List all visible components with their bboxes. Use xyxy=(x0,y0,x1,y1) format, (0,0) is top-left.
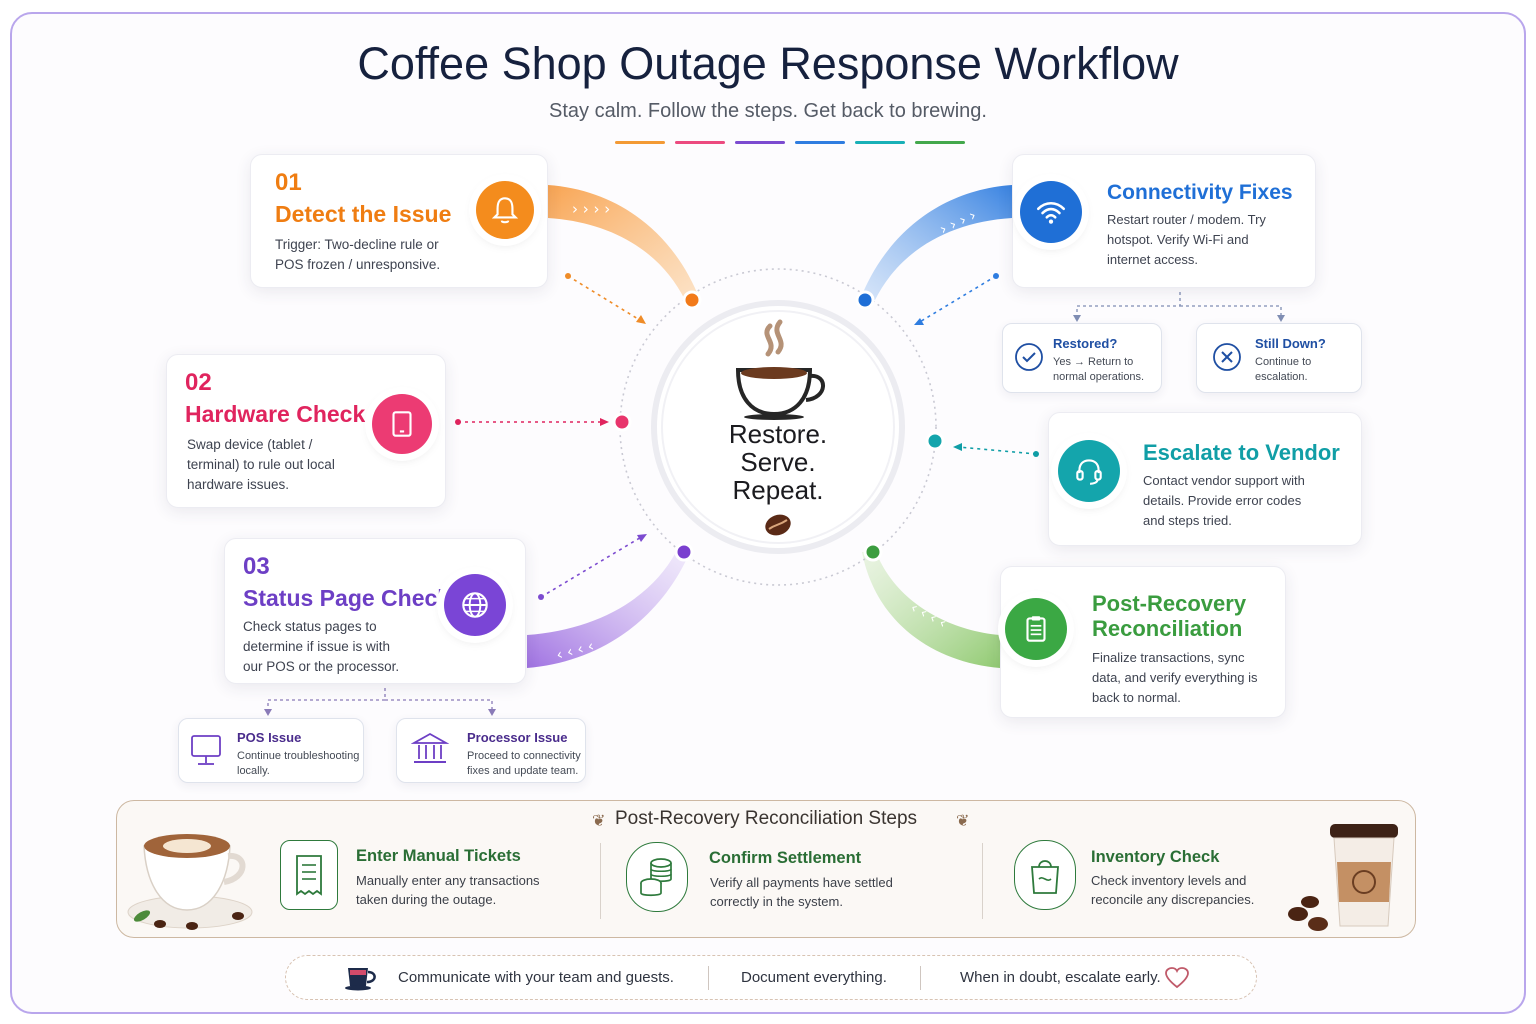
clipboard-icon xyxy=(1005,598,1067,660)
divider-segment xyxy=(675,141,725,144)
branch-description: Continue to escalation. xyxy=(1255,356,1312,383)
ribbon-detect xyxy=(548,185,700,300)
step-title: Hardware Check xyxy=(185,401,366,427)
branch-still-down[interactable]: Still Down? Continue to escalation. xyxy=(1196,323,1362,393)
svg-text:› › › ›: › › › › xyxy=(572,200,610,218)
ribbon-status xyxy=(527,552,690,668)
footer-tips-bar xyxy=(285,955,1257,1000)
receipt-icon xyxy=(280,840,338,910)
coffee-bean-icon xyxy=(765,514,791,536)
tablet-icon xyxy=(372,394,432,454)
step-description: Contact vendor support with details. Pro… xyxy=(1143,473,1305,528)
branch-title: Restored? xyxy=(1053,336,1118,351)
reconciliation-title: Post-Recovery Reconciliation Steps xyxy=(614,808,918,829)
branch-description: Continue troubleshooting locally. xyxy=(237,750,360,777)
ribbon-reconcile xyxy=(862,552,1000,668)
headset-icon xyxy=(1058,440,1120,502)
step-number: 02 xyxy=(185,369,212,396)
divider-segment xyxy=(915,141,965,144)
recon-step-title: Inventory Check xyxy=(1091,848,1220,866)
takeaway-cup-icon xyxy=(1288,824,1398,931)
branch-description: Proceed to connectivity fixes and update… xyxy=(467,750,581,777)
latte-cup-icon xyxy=(127,834,253,930)
bell-icon xyxy=(476,181,534,239)
bank-icon xyxy=(411,732,449,763)
step-title: Escalate to Vendor xyxy=(1143,440,1340,465)
step-description: Swap device (tablet / terminal) to rule … xyxy=(187,437,335,492)
check-circle-icon xyxy=(1015,343,1043,371)
mug-icon xyxy=(345,968,376,991)
divider xyxy=(920,966,921,990)
step-description: Check status pages to determine if issue… xyxy=(243,619,400,674)
step-title: Connectivity Fixes xyxy=(1107,181,1293,204)
ribbon-connectivity xyxy=(860,185,1012,300)
branch-title: Processor Issue xyxy=(467,730,568,745)
shopping-bag-icon xyxy=(1014,840,1076,910)
divider xyxy=(982,843,983,919)
leaf-icon: ❦ xyxy=(592,813,606,830)
divider xyxy=(600,843,601,919)
motto-line3: Repeat. xyxy=(732,475,824,505)
recon-step-description: Verify all payments have settled correct… xyxy=(710,875,893,909)
step-title-line2: Reconciliation xyxy=(1092,616,1243,641)
recon-step-description: Manually enter any transactions taken du… xyxy=(356,873,540,907)
recon-step-title: Enter Manual Tickets xyxy=(356,847,521,865)
footer-tip: Communicate with your team and guests. xyxy=(398,969,674,986)
globe-icon xyxy=(444,574,506,636)
step-title: Status Page Check xyxy=(243,585,451,611)
leaf-icon: ❦ xyxy=(956,813,970,830)
page-title: Coffee Shop Outage Response Workflow xyxy=(357,38,1179,89)
step-number: 01 xyxy=(275,169,302,196)
x-circle-icon xyxy=(1213,343,1241,371)
branch-processor-issue[interactable]: Processor Issue Proceed to connectivity … xyxy=(396,718,586,783)
divider-segment xyxy=(615,141,665,144)
divider xyxy=(708,966,709,990)
footer-tip: When in doubt, escalate early. xyxy=(960,969,1161,986)
step-description: Trigger: Two-decline rule or POS frozen … xyxy=(275,237,441,272)
footer-tip: Document everything. xyxy=(741,969,887,986)
motto-line2: Serve. xyxy=(740,447,816,477)
branch-restored[interactable]: Restored? Yes → Return to normal operati… xyxy=(1002,323,1162,393)
divider-segment xyxy=(735,141,785,144)
recon-step-description: Check inventory levels and reconcile any… xyxy=(1091,873,1255,907)
branch-title: Still Down? xyxy=(1255,336,1326,351)
recon-step-title: Confirm Settlement xyxy=(709,849,862,867)
branch-title: POS Issue xyxy=(237,730,302,745)
step-title: Post-Recovery xyxy=(1092,591,1247,616)
wifi-icon xyxy=(1020,181,1082,243)
divider-segment xyxy=(855,141,905,144)
step-number: 03 xyxy=(243,553,270,580)
heart-icon xyxy=(1165,967,1189,989)
page-subtitle: Stay calm. Follow the steps. Get back to… xyxy=(549,100,987,122)
coins-icon xyxy=(626,842,688,912)
coffee-cup-icon xyxy=(735,319,825,420)
center-motto: Restore. Serve. Repeat. xyxy=(700,420,856,504)
branch-pos-issue[interactable]: POS Issue Continue troubleshooting local… xyxy=(178,718,364,783)
step-description: Finalize transactions, sync data, and ve… xyxy=(1092,650,1258,705)
card-post-recovery[interactable]: Post-Recovery Reconciliation Finalize tr… xyxy=(1000,566,1286,718)
divider-segment xyxy=(795,141,845,144)
branch-description: Yes → Return to normal operations. xyxy=(1053,356,1145,383)
motto-line1: Restore. xyxy=(728,419,828,449)
step-title: Detect the Issue xyxy=(275,201,452,227)
step-description: Restart router / modem. Try hotspot. Ver… xyxy=(1107,212,1266,267)
monitor-icon xyxy=(191,735,221,765)
